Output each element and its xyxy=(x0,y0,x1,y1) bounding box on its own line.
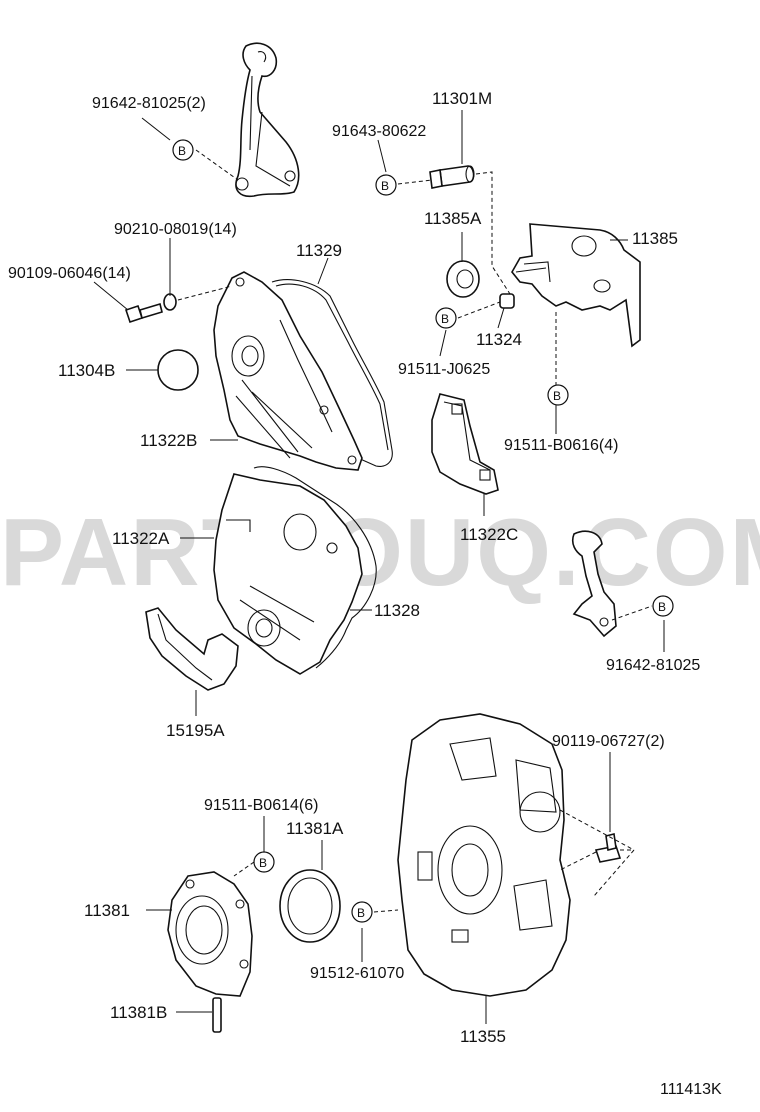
callout-91511-b0616-4: 91511-B0616(4) xyxy=(504,437,618,454)
plug-11304b[interactable] xyxy=(157,349,199,391)
figure-code: 111413K xyxy=(660,1081,722,1098)
bolt-marker-b2: B xyxy=(375,174,397,196)
bolt-marker-b1: B xyxy=(172,139,194,161)
seal-retainer-11381[interactable] xyxy=(167,871,253,997)
end-plate-11355[interactable] xyxy=(397,713,571,997)
bolt-90109[interactable] xyxy=(124,302,163,324)
callout-11304b: 11304B xyxy=(58,361,115,380)
callout-91511-b0614-6: 91511-B0614(6) xyxy=(204,797,318,814)
collar-11324[interactable] xyxy=(499,293,515,309)
washer-90210[interactable] xyxy=(163,293,177,311)
callout-91643-80622: 91643-80622 xyxy=(332,123,426,140)
dowel-pin-11301m[interactable] xyxy=(429,165,475,189)
callout-11355: 11355 xyxy=(460,1027,506,1046)
svg-text:B: B xyxy=(553,389,561,403)
callout-11324: 11324 xyxy=(476,330,522,349)
bolt-marker-b6: B xyxy=(253,851,275,873)
svg-text:B: B xyxy=(259,856,267,870)
leader-lines xyxy=(93,110,665,1024)
callout-11322a: 11322A xyxy=(112,529,170,548)
cover-piece-11322c[interactable] xyxy=(431,393,499,495)
callout-91511-j0625: 91511-J0625 xyxy=(398,361,490,378)
callout-91642-81025-2: 91642-81025(2) xyxy=(92,95,206,112)
callout-90109-06046-14: 90109-06046(14) xyxy=(8,265,131,282)
lift-bracket-top[interactable] xyxy=(235,42,300,198)
callout-11329: 11329 xyxy=(296,241,342,260)
callout-11322b: 11322B xyxy=(140,431,197,450)
bracket-11385[interactable] xyxy=(511,223,641,348)
pin-11381b[interactable] xyxy=(212,997,222,1033)
callout-90210-08019-14: 90210-08019(14) xyxy=(114,221,237,238)
callout-11381b: 11381B xyxy=(110,1003,167,1022)
gasket-11328[interactable] xyxy=(253,466,377,669)
bolt-marker-b7: B xyxy=(351,901,373,923)
bolt-marker-b4: B xyxy=(547,384,569,406)
guide-15195a[interactable] xyxy=(145,607,239,691)
watermark: PARTSOUQ.COM xyxy=(0,499,760,606)
oil-seal-11381a[interactable] xyxy=(279,869,341,943)
lift-bracket-right[interactable] xyxy=(571,530,617,638)
timing-cover-upper-11322b[interactable] xyxy=(213,271,363,471)
timing-cover-lower-11322a[interactable] xyxy=(213,473,363,675)
callout-91642-81025: 91642-81025 xyxy=(606,657,700,674)
callout-91512-61070: 91512-61070 xyxy=(310,965,404,982)
callout-11381a: 11381A xyxy=(286,819,344,838)
svg-text:B: B xyxy=(658,600,666,614)
callout-11385: 11385 xyxy=(632,229,678,248)
oil-seal-11385a[interactable] xyxy=(446,260,480,298)
svg-text:B: B xyxy=(357,906,365,920)
gasket-11329[interactable] xyxy=(271,279,393,467)
callout-11385a: 11385A xyxy=(424,209,482,228)
callout-90119-06727-2: 90119-06727(2) xyxy=(552,733,665,750)
callout-11328: 11328 xyxy=(374,601,420,620)
svg-text:B: B xyxy=(381,179,389,193)
bolt-90119[interactable] xyxy=(594,833,622,863)
svg-text:B: B xyxy=(441,312,449,326)
callout-11301m: 11301M xyxy=(432,89,492,108)
callout-11381: 11381 xyxy=(84,901,130,920)
bolt-marker-b3: B xyxy=(435,307,457,329)
callout-15195a: 15195A xyxy=(166,721,225,740)
svg-text:B: B xyxy=(178,144,186,158)
callout-11322c: 11322C xyxy=(460,525,518,544)
bolt-marker-b5: B xyxy=(652,595,674,617)
